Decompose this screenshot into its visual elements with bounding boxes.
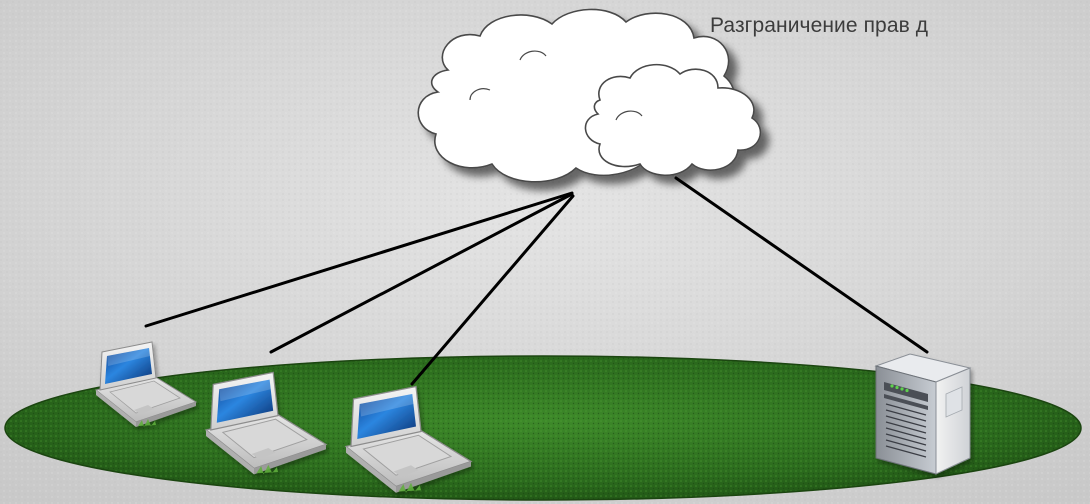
cloud-icon	[417, 8, 762, 183]
link-server	[674, 176, 929, 354]
link-laptop-1	[144, 191, 574, 328]
link-laptop-3	[410, 194, 575, 386]
server-tower-icon	[874, 353, 972, 475]
slide-title: Разграничение прав д	[710, 14, 929, 37]
link-laptop-2	[269, 192, 574, 354]
connections	[144, 176, 929, 386]
